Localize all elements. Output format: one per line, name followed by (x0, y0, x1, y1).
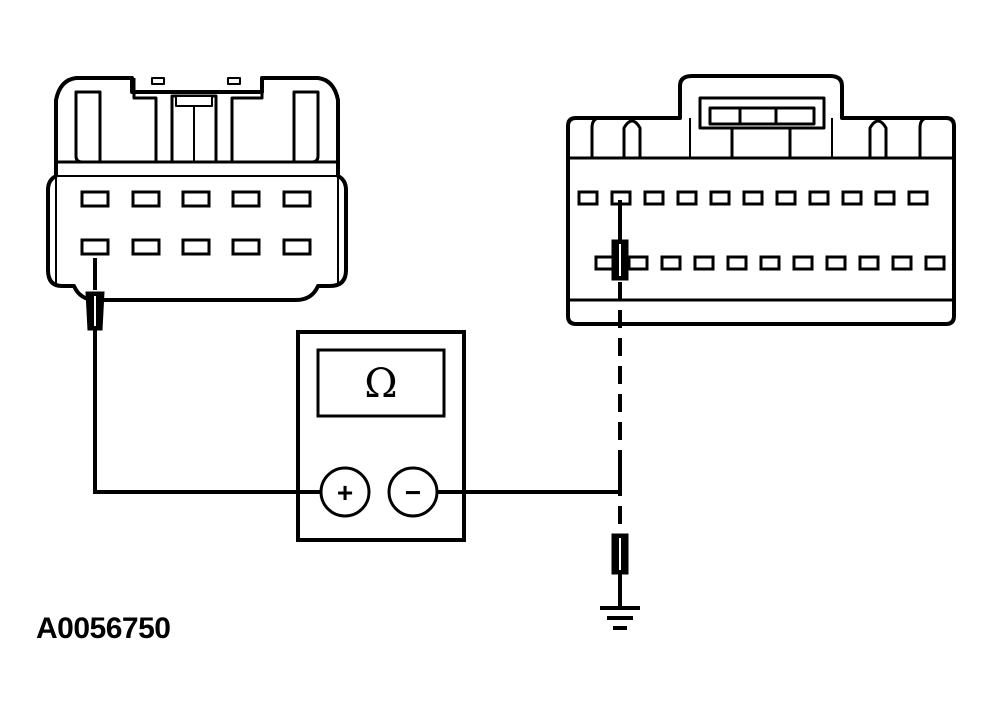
left-probe-tip (85, 291, 105, 331)
right-pin-cavity (577, 190, 599, 206)
left-connector-body (46, 76, 348, 302)
ohmmeter-display (316, 348, 446, 418)
left-pin-cavity (181, 238, 211, 256)
right-pin-cavity (858, 255, 880, 271)
right-pin-cavity (709, 190, 731, 206)
right-pin-cavity (676, 190, 698, 206)
figure-id: A0056750 (36, 612, 171, 645)
right-connector-pins (577, 190, 946, 271)
right-pin-cavity (759, 255, 781, 271)
plus-terminal-label: + (337, 477, 353, 508)
left-pin-cavity (181, 190, 211, 208)
left-pin-cavity (231, 190, 261, 208)
right-pin-cavity (792, 255, 814, 271)
minus-terminal-label: − (405, 477, 421, 508)
ohmmeter: Ω + − (296, 330, 466, 542)
left-connector (46, 76, 348, 302)
left-pin-cavity (231, 238, 261, 256)
right-pin-cavity (660, 255, 682, 271)
ground-icon (600, 606, 640, 630)
right-pin-cavity (907, 190, 929, 206)
right-pin-cavity (924, 255, 946, 271)
right-pin-cavity (874, 190, 896, 206)
right-probe-tip (611, 239, 629, 281)
right-pin-cavity (775, 190, 797, 206)
left-pin-cavity (80, 238, 110, 256)
right-pin-cavity (594, 255, 616, 271)
right-pin-cavity (742, 190, 764, 206)
left-pin-cavity (131, 238, 161, 256)
ohm-symbol: Ω (364, 361, 397, 407)
right-pin-cavity (693, 255, 715, 271)
right-pin-cavity (726, 255, 748, 271)
right-pin-cavity (808, 190, 830, 206)
left-connector-pins (80, 190, 312, 256)
right-pin-cavity (891, 255, 913, 271)
right-pin-cavity (627, 255, 649, 271)
right-pin-cavity (841, 190, 863, 206)
left-pin-cavity (282, 238, 312, 256)
left-pin-cavity (131, 190, 161, 208)
right-pin-cavity (825, 255, 847, 271)
ground-probe-tip (611, 533, 629, 575)
left-pin-cavity (282, 190, 312, 208)
positive-lead (93, 330, 321, 494)
left-pin-cavity (80, 190, 110, 208)
right-pin-cavity (643, 190, 665, 206)
